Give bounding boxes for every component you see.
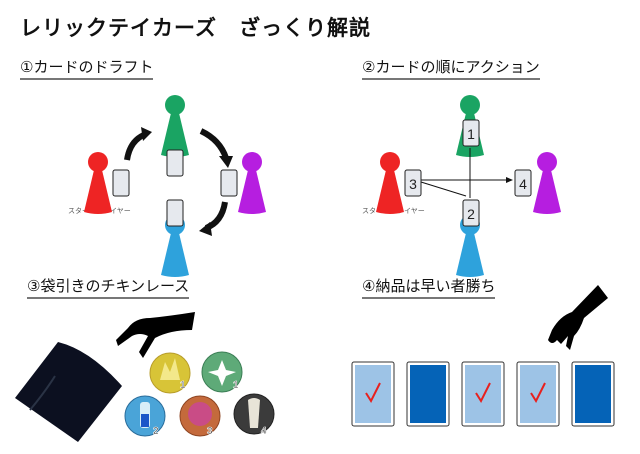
delivery-cards: [351, 361, 615, 427]
token-value: 1: [180, 380, 186, 391]
check-icon: [530, 382, 546, 404]
card-2: [462, 199, 480, 227]
card-face: [465, 365, 501, 423]
token-value: 1: [233, 380, 239, 391]
section-3-heading: ③袋引きのチキンレース: [27, 275, 190, 299]
card: [112, 169, 130, 197]
resource-tokens: [124, 351, 275, 437]
card-face: [410, 365, 446, 423]
card-face: [355, 365, 391, 423]
arrow-head: [199, 222, 212, 236]
hand-icon: [116, 312, 195, 358]
arrow-head: [141, 127, 152, 141]
pawn-red: [84, 152, 112, 214]
card-face: [575, 365, 611, 423]
card: [166, 199, 184, 227]
pawn-purple: [533, 152, 561, 214]
arrow-head: [219, 156, 233, 168]
card: [220, 169, 238, 197]
hand-icon: [548, 285, 608, 350]
bag-icon: [15, 342, 122, 442]
section-4-heading: ④納品は早い者勝ち: [362, 275, 496, 299]
token-value: 2: [153, 426, 159, 437]
token-value: 4: [261, 426, 267, 437]
card-number-3: 3: [409, 176, 417, 192]
card-4: [514, 169, 532, 197]
card-3: [404, 169, 422, 197]
pawn-purple: [238, 152, 266, 214]
pawn-red: [376, 152, 404, 214]
card: [166, 149, 184, 177]
check-icon: [365, 382, 381, 404]
card-face: [520, 365, 556, 423]
token-value: 3: [207, 426, 213, 437]
card-number-1: 1: [467, 126, 475, 142]
pawn-green: [161, 95, 189, 157]
card-1: [462, 119, 480, 147]
page-title: レリックテイカーズ ざっくり解説: [20, 16, 371, 40]
card-number-2: 2: [467, 206, 475, 222]
card-number-4: 4: [519, 176, 527, 192]
section-1-heading: ①カードのドラフト: [20, 56, 154, 80]
section-2-heading: ②カードの順にアクション: [362, 56, 540, 80]
check-icon: [475, 382, 491, 404]
